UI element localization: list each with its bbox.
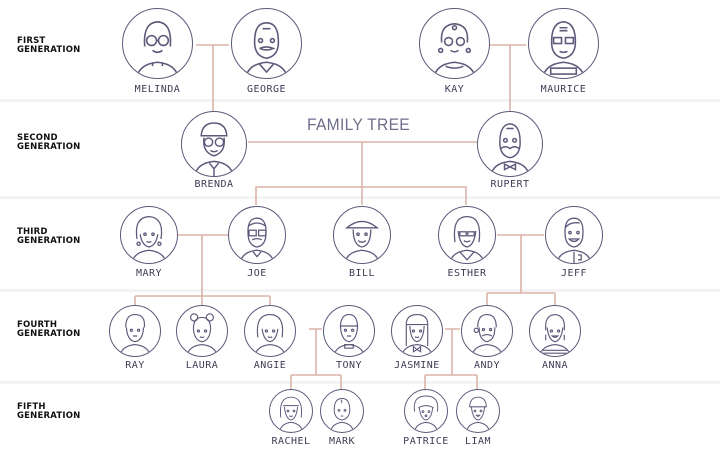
person-name: ANNA (541, 360, 569, 371)
label-line: THIRD (17, 227, 48, 237)
woman-wavy-hair-icon (244, 305, 296, 357)
child-beanie-icon (456, 389, 500, 433)
person-name: MELINDA (134, 84, 181, 95)
man-mustache-headset-icon (461, 305, 513, 357)
young-man-icon (109, 305, 161, 357)
person-name: GEORGE (246, 84, 287, 95)
person-name: KAY (444, 84, 465, 95)
person-name: RACHEL (271, 436, 311, 447)
man-mustache-bowtie-icon (477, 111, 543, 177)
child-curly-hair-icon (404, 389, 448, 433)
man-glasses-mustache-icon (228, 206, 286, 264)
girl-buns-icon (176, 305, 228, 357)
man-smiling-headset-icon (545, 206, 603, 264)
person-name: JASMINE (394, 360, 440, 371)
woman-long-hair-bow-icon (391, 305, 443, 357)
label-line: FOURTH (17, 320, 58, 330)
girl-bangs-icon (269, 389, 313, 433)
band-separator-3 (0, 289, 720, 292)
person-name: ESTHER (447, 268, 487, 279)
elderly-woman-curly-hair-icon (419, 8, 490, 79)
person-name: MARY (135, 268, 163, 279)
baby-boy-icon (320, 389, 364, 433)
label-line: SECOND (17, 133, 58, 143)
label-line: GENERATION (17, 411, 81, 421)
woman-bob-glasses-icon (438, 206, 496, 264)
person-name: ANGIE (253, 360, 287, 371)
man-hat-icon (333, 206, 391, 264)
page-title: FAMILY TREE (307, 115, 410, 134)
person-name: BILL (348, 268, 376, 279)
label-line: GENERATION (17, 236, 81, 246)
band-separator-2 (0, 196, 720, 199)
label-line: GENERATION (17, 142, 81, 152)
label-line: FIFTH (17, 402, 46, 412)
person-name: LAURA (185, 360, 219, 371)
woman-earrings-striped-icon (529, 305, 581, 357)
person-name: JEFF (560, 268, 588, 279)
person-name: RAY (125, 360, 145, 371)
elderly-man-glasses-sweater-icon (528, 8, 599, 79)
band-separator-4 (0, 381, 720, 384)
person-name: MAURICE (540, 84, 587, 95)
person-name: JOE (247, 268, 267, 279)
person-name: TONY (335, 360, 363, 371)
label-line: FIRST (17, 36, 46, 46)
person-name: RUPERT (490, 179, 530, 190)
elderly-woman-glasses-icon (122, 8, 193, 79)
band-separator-1 (0, 99, 720, 102)
person-name: LIAM (464, 436, 492, 447)
woman-earrings-icon (120, 206, 178, 264)
person-name: BRENDA (194, 179, 234, 190)
label-line: GENERATION (17, 45, 81, 55)
label-line: GENERATION (17, 329, 81, 339)
person-name: PATRICE (403, 436, 449, 447)
person-name: ANDY (473, 360, 501, 371)
woman-cap-glasses-icon (181, 111, 247, 177)
young-man-short-hair-icon (323, 305, 375, 357)
bald-man-mustache-icon (231, 8, 302, 79)
person-name: MARK (328, 436, 356, 447)
